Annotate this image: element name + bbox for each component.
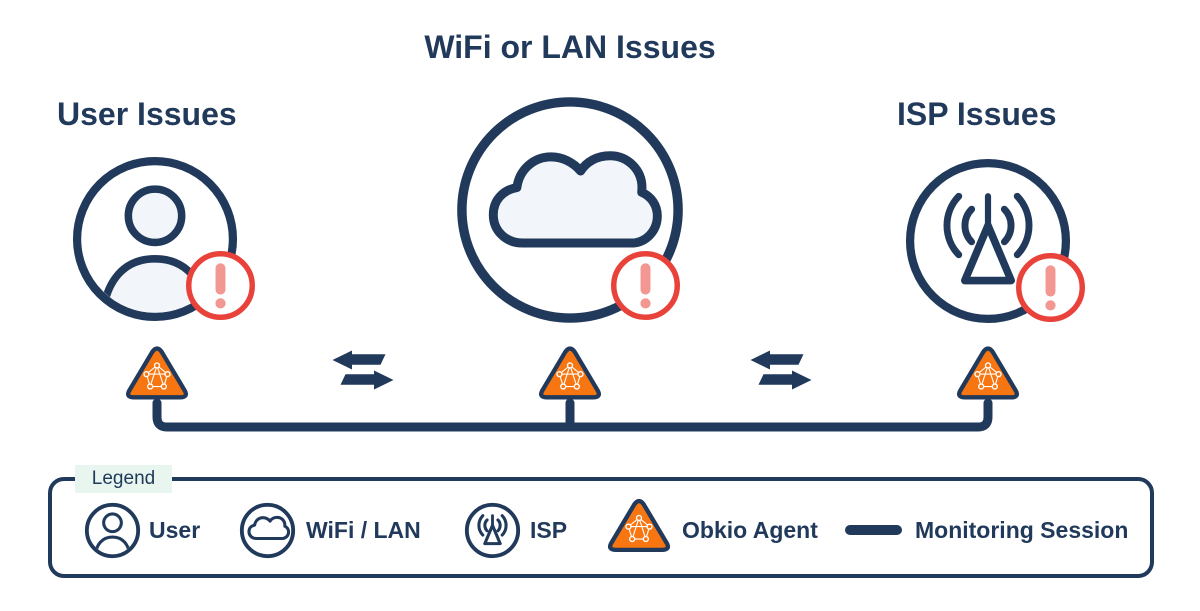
- legend-label-user: User: [149, 517, 201, 543]
- title-wifi-lan-issues: WiFi or LAN Issues: [424, 29, 716, 65]
- legend-box: [48, 477, 1154, 578]
- legend-label-wifi-lan: WiFi / LAN: [306, 517, 421, 543]
- monitoring-session-line: [845, 525, 902, 535]
- cloud-icon: [457, 97, 683, 323]
- title-user-issues: User Issues: [57, 96, 237, 132]
- isp-icon: [464, 502, 521, 559]
- legend-label-isp: ISP: [530, 517, 568, 543]
- isp-icon: [905, 158, 1071, 324]
- alert-icon-user: [186, 251, 255, 320]
- legend-label-monitoring-session: Monitoring Session: [915, 517, 1129, 543]
- user-icon: [84, 502, 141, 559]
- legend-tag: Legend: [75, 465, 172, 493]
- obkio-agent-icon-wifi: [539, 346, 601, 400]
- cloud-icon: [239, 502, 296, 559]
- obkio-agent-icon-user: [126, 346, 188, 400]
- legend-label-obkio-agent: Obkio Agent: [682, 517, 818, 543]
- alert-icon-wifi: [611, 251, 680, 320]
- exchange-arrows-icon-right: [750, 350, 812, 390]
- obkio-agent-icon-isp: [957, 346, 1019, 400]
- obkio-agent-icon: [608, 498, 670, 553]
- alert-icon-isp: [1016, 253, 1085, 322]
- title-isp-issues: ISP Issues: [897, 96, 1057, 132]
- exchange-arrows-icon-left: [332, 350, 394, 390]
